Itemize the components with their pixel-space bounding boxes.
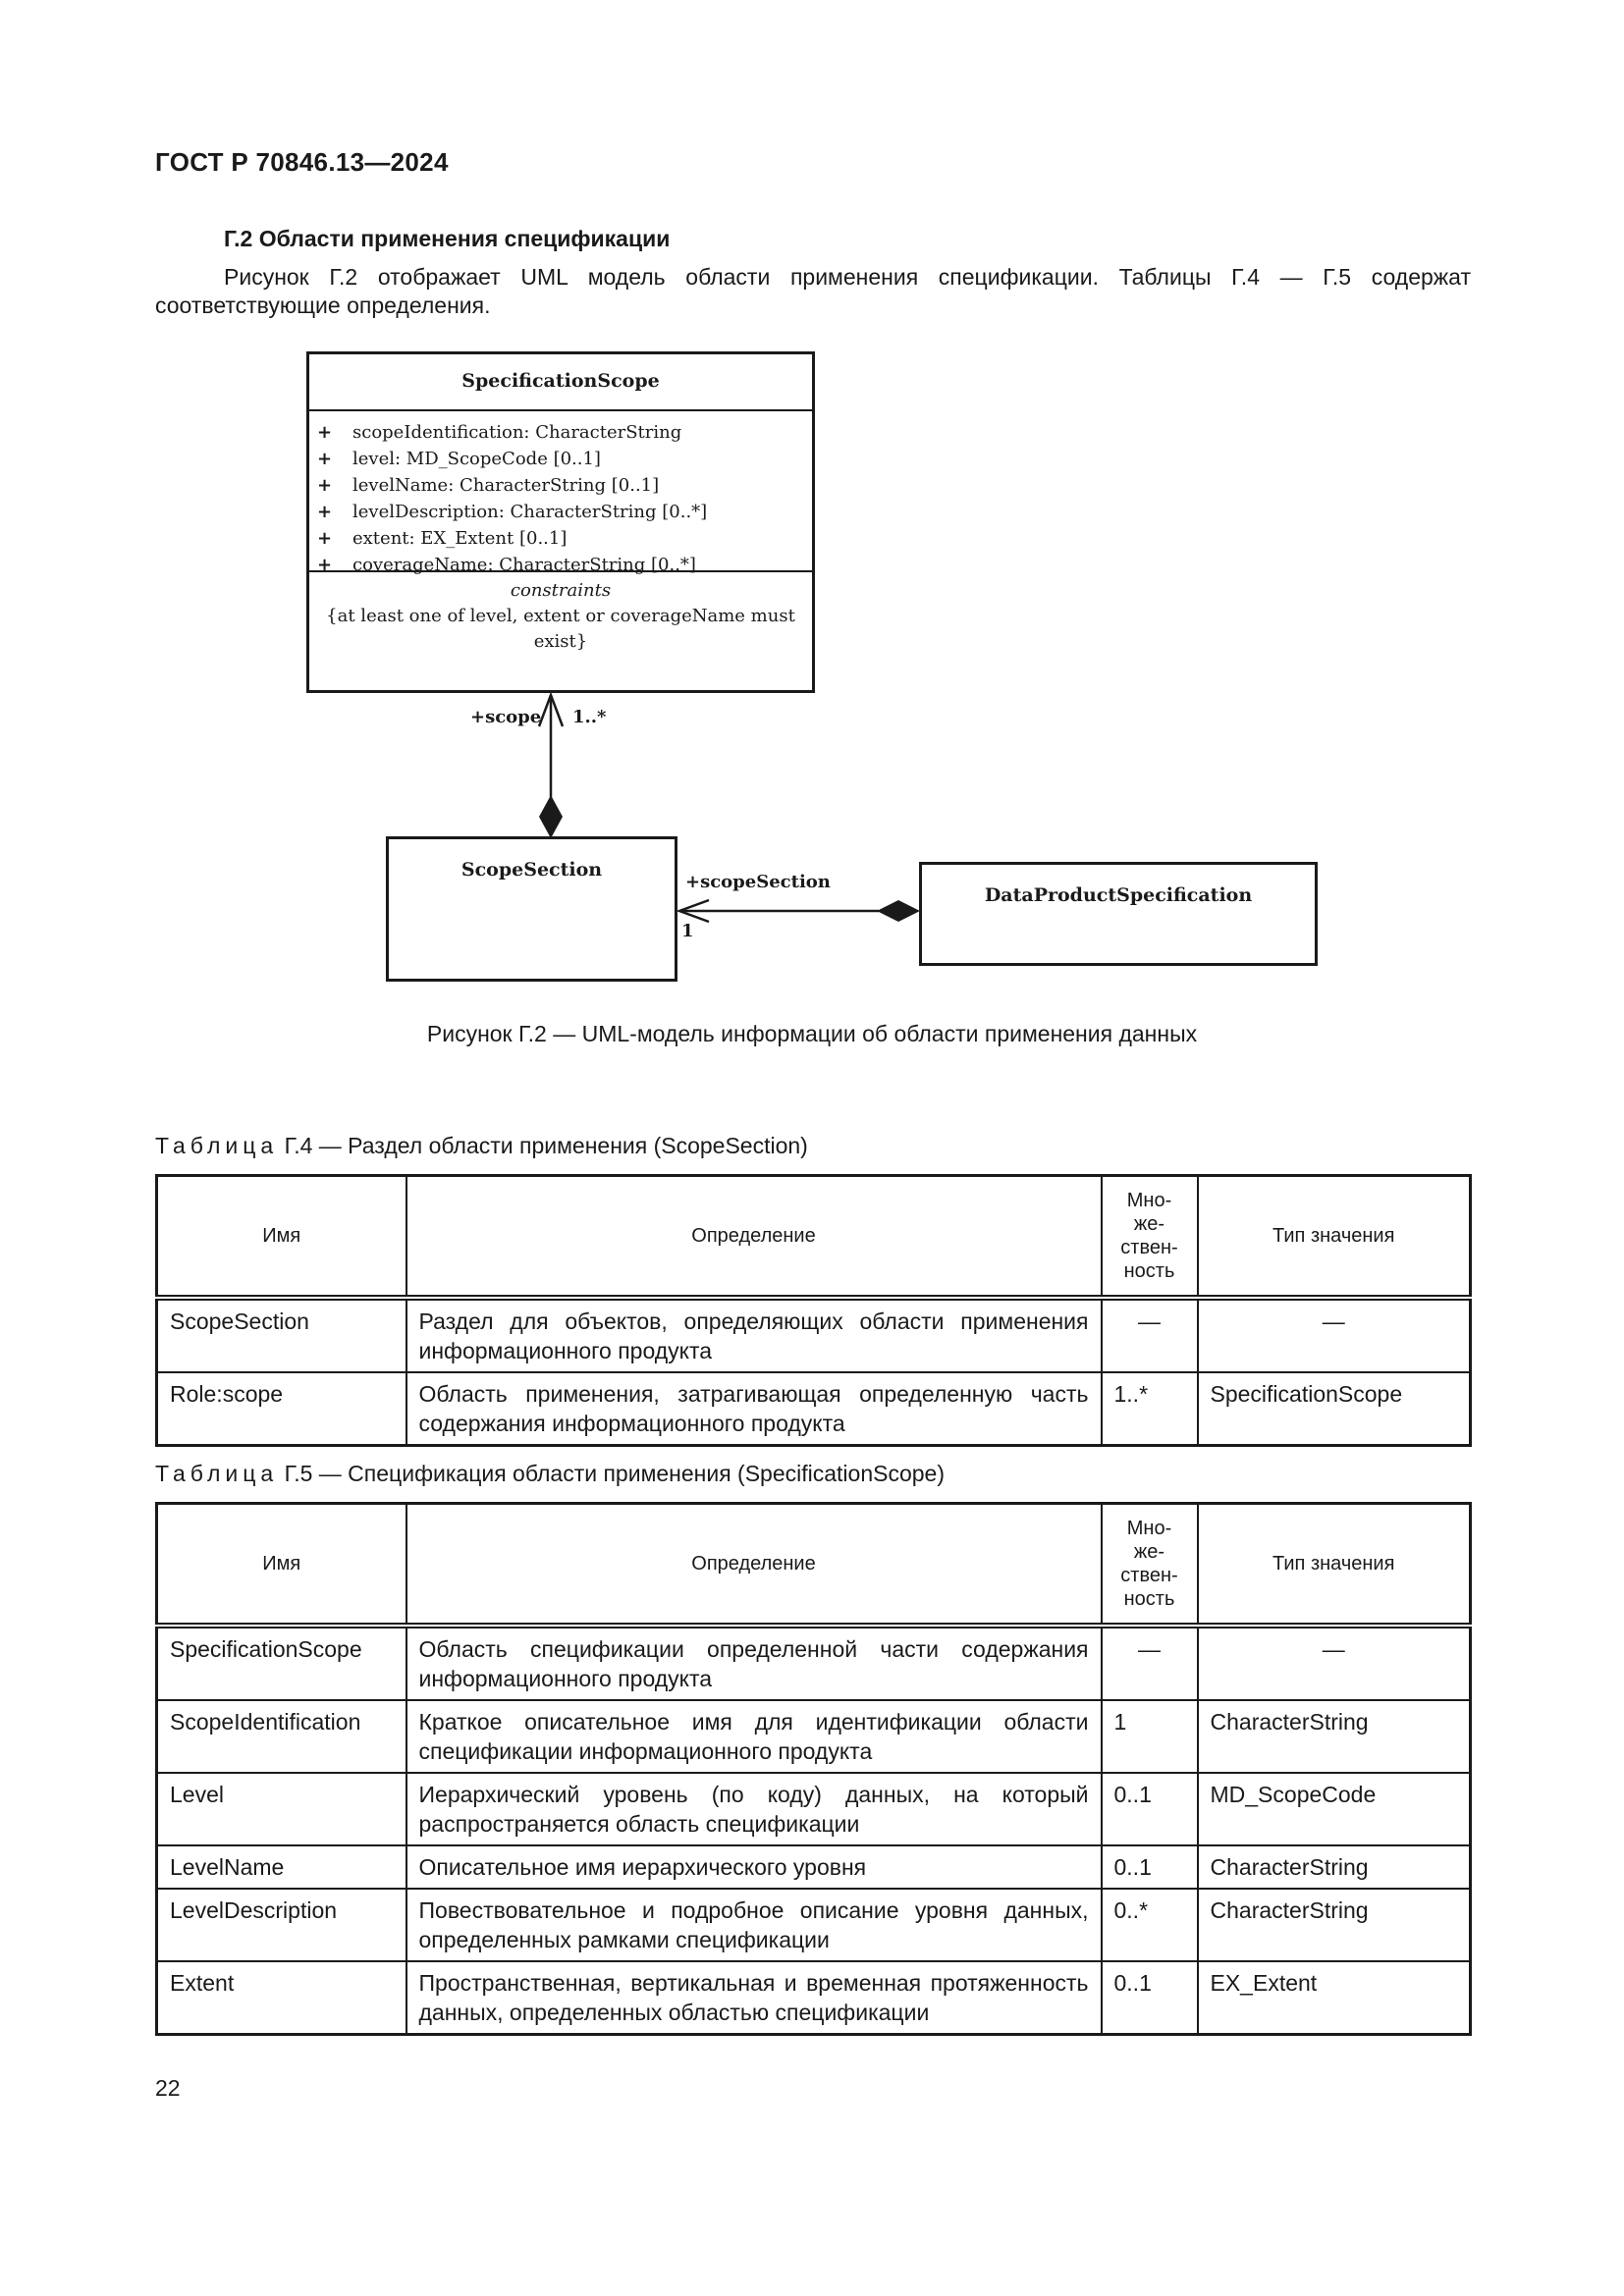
cell-type: EX_Extent xyxy=(1196,1960,1472,2036)
cell-definition: Область применения, затрагивающая опреде… xyxy=(405,1371,1103,1447)
header-definition: Определение xyxy=(405,1174,1103,1301)
class-constraints: constraints {at least one of level, exte… xyxy=(309,572,812,655)
class-title: SpecificationScope xyxy=(309,354,812,411)
table5: Имя Определение Мно- же- ствен- ность Ти… xyxy=(155,1502,1472,2036)
cell-definition: Пространственная, вертикальная и временн… xyxy=(405,1960,1103,2036)
cell-multiplicity: 0..* xyxy=(1100,1888,1199,1962)
cell-multiplicity: — xyxy=(1100,1297,1199,1373)
header-multiplicity: Мно- же- ствен- ность xyxy=(1100,1502,1199,1629)
table5-title: Таблица Г.5 — Спецификация области приме… xyxy=(155,1461,945,1487)
cell-definition: Повествовательное и подробное описание у… xyxy=(405,1888,1103,1962)
table-row: LevelName Описательное имя иерархическог… xyxy=(155,1844,1472,1890)
cell-name: LevelDescription xyxy=(155,1888,407,1962)
attribute-row: + scopeIdentification: CharacterString xyxy=(317,419,812,446)
table4: Имя Определение Мно- же- ствен- ность Ти… xyxy=(155,1174,1472,1447)
cell-type: — xyxy=(1196,1625,1472,1701)
cell-multiplicity: 1..* xyxy=(1100,1371,1199,1447)
cell-multiplicity: 0..1 xyxy=(1100,1772,1199,1846)
class-attributes: + scopeIdentification: CharacterString + l… xyxy=(309,411,812,575)
cell-name: Role:scope xyxy=(155,1371,407,1447)
cell-name: Extent xyxy=(155,1960,407,2036)
attribute-text: levelDescription: CharacterString [0..*] xyxy=(352,502,708,522)
role-label-scope-section: +scopeSection xyxy=(685,872,831,892)
table-row: Level Иерархический уровень (по коду) да… xyxy=(155,1772,1472,1846)
table-row: LevelDescription Повествовательное и под… xyxy=(155,1888,1472,1962)
table-row: ScopeSection Раздел для объектов, опреде… xyxy=(155,1297,1472,1373)
role-label-scope: +scope xyxy=(470,707,542,727)
attribute-text: extent: EX_Extent [0..1] xyxy=(352,528,568,549)
visibility-marker: + xyxy=(317,422,333,443)
cell-type: CharacterString xyxy=(1196,1699,1472,1774)
table4-prefix: Таблица xyxy=(155,1133,279,1158)
visibility-marker: + xyxy=(317,475,333,496)
attribute-row: + level: MD_ScopeCode [0..1] xyxy=(317,446,812,472)
open-arrow-section xyxy=(676,898,710,924)
cell-name: ScopeIdentification xyxy=(155,1699,407,1774)
header-type: Тип значения xyxy=(1196,1174,1472,1301)
table-header-row: Имя Определение Мно- же- ствен- ность Ти… xyxy=(155,1502,1472,1629)
cell-definition: Раздел для объектов, определяющих област… xyxy=(405,1297,1103,1373)
table-row: Extent Пространственная, вертикальная и … xyxy=(155,1960,1472,2036)
header-type: Тип значения xyxy=(1196,1502,1472,1629)
class-data-product-specification: DataProductSpecification xyxy=(919,862,1318,966)
cell-multiplicity: 1 xyxy=(1100,1699,1199,1774)
class-specification-scope: SpecificationScope + scopeIdentification:… xyxy=(306,351,815,693)
multiplicity-label-scope-section: 1 xyxy=(681,921,694,941)
attribute-row: + levelDescription: CharacterString [0..*… xyxy=(317,499,812,525)
cell-definition: Иерархический уровень (по коду) данных, … xyxy=(405,1772,1103,1846)
cell-definition: Краткое описательное имя для идентификац… xyxy=(405,1699,1103,1774)
composition-diamond-section xyxy=(877,900,920,922)
open-arrow-scope xyxy=(537,691,565,727)
attribute-text: coverageName: CharacterString [0..*] xyxy=(352,555,696,575)
cell-type: SpecificationScope xyxy=(1196,1371,1472,1447)
table-row: SpecificationScope Область спецификации … xyxy=(155,1625,1472,1701)
class-title: DataProductSpecification xyxy=(984,884,1253,906)
cell-definition: Область спецификации определенной части … xyxy=(405,1625,1103,1701)
cell-definition: Описательное имя иерархического уровня xyxy=(405,1844,1103,1890)
constraint-text: {at least one of level, extent or covera… xyxy=(326,606,795,652)
visibility-marker: + xyxy=(317,555,333,575)
attribute-text: level: MD_ScopeCode [0..1] xyxy=(352,449,601,469)
cell-name: ScopeSection xyxy=(155,1297,407,1373)
table4-title: Таблица Г.4 — Раздел области применения … xyxy=(155,1133,808,1159)
cell-type: CharacterString xyxy=(1196,1844,1472,1890)
cell-multiplicity: 0..1 xyxy=(1100,1960,1199,2036)
table-row: ScopeIdentification Краткое описательное… xyxy=(155,1699,1472,1774)
visibility-marker: + xyxy=(317,449,333,469)
multiplicity-label-scope: 1..* xyxy=(572,707,607,727)
class-title: ScopeSection xyxy=(460,859,603,881)
attribute-row: + extent: EX_Extent [0..1] xyxy=(317,525,812,552)
attribute-text: scopeIdentification: CharacterString xyxy=(352,422,682,443)
intro-paragraph: Рисунок Г.2 отображает UML модель област… xyxy=(155,264,1471,318)
table-header-row: Имя Определение Мно- же- ствен- ность Ти… xyxy=(155,1174,1472,1301)
document-header: ГОСТ Р 70846.13—2024 xyxy=(155,147,449,177)
header-name: Имя xyxy=(155,1502,407,1629)
cell-name: LevelName xyxy=(155,1844,407,1890)
cell-name: SpecificationScope xyxy=(155,1625,407,1701)
attribute-row: + levelName: CharacterString [0..1] xyxy=(317,472,812,499)
page-number: 22 xyxy=(155,2075,181,2101)
section-title: Г.2 Области применения спецификации xyxy=(224,226,671,251)
table-row: Role:scope Область применения, затрагива… xyxy=(155,1371,1472,1447)
cell-type: MD_ScopeCode xyxy=(1196,1772,1472,1846)
table4-title-text: Г.4 — Раздел области применения (ScopeSe… xyxy=(284,1133,808,1158)
cell-multiplicity: 0..1 xyxy=(1100,1844,1199,1890)
composition-diamond-scope xyxy=(539,795,563,838)
table5-prefix: Таблица xyxy=(155,1461,279,1486)
attribute-text: levelName: CharacterString [0..1] xyxy=(352,475,660,496)
attribute-row: + coverageName: CharacterString [0..*] xyxy=(317,552,812,578)
cell-type: — xyxy=(1196,1297,1472,1373)
header-name: Имя xyxy=(155,1174,407,1301)
table5-title-text: Г.5 — Спецификация области применения (S… xyxy=(284,1461,946,1486)
cell-type: CharacterString xyxy=(1196,1888,1472,1962)
figure-caption: Рисунок Г.2 — UML-модель информации об о… xyxy=(426,1021,1198,1046)
header-definition: Определение xyxy=(405,1502,1103,1629)
constraints-label: constraints xyxy=(510,580,612,601)
visibility-marker: + xyxy=(317,502,333,522)
class-scope-section: ScopeSection xyxy=(386,836,677,982)
visibility-marker: + xyxy=(317,528,333,549)
cell-multiplicity: — xyxy=(1100,1625,1199,1701)
cell-name: Level xyxy=(155,1772,407,1846)
header-multiplicity: Мно- же- ствен- ность xyxy=(1100,1174,1199,1301)
